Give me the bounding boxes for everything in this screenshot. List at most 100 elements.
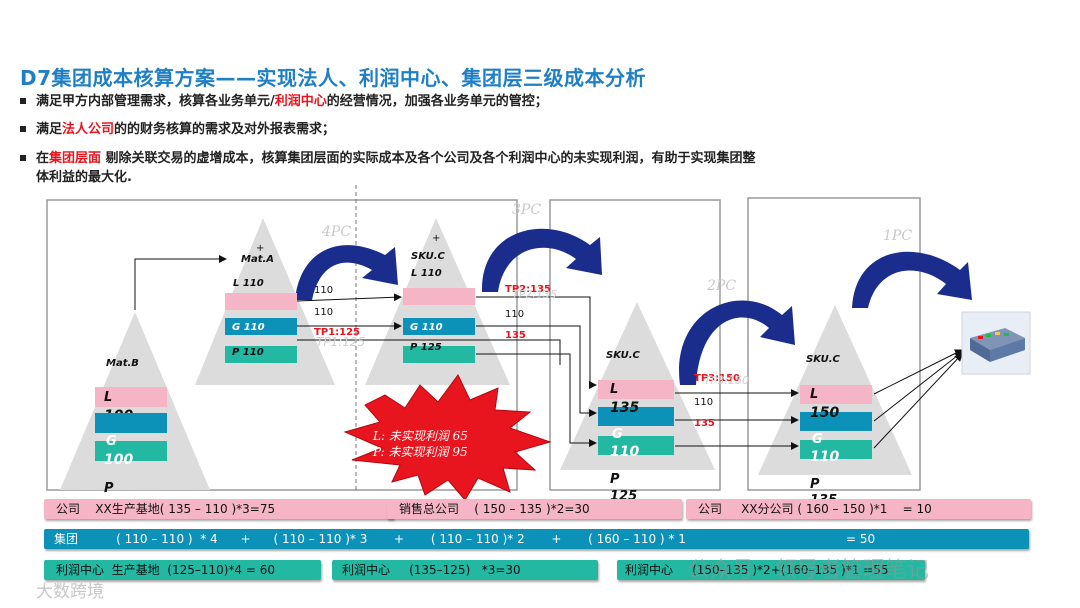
bullet-text: 体利益的最大化. [36,170,132,185]
bullet-text: 的经营情况，加强各业务单元的管控； [326,94,548,109]
curved-arrow-1 [295,245,398,300]
burst-line-1: L: 未实现利润 65 [372,429,468,443]
flow-skuc2-l: 110 [694,397,713,408]
bullet-highlight: 集团层面 [49,151,102,166]
sku-c1-g-label: G 110 [410,322,443,333]
flow-skuc1-l: 110 [505,309,524,320]
sku-c2-l-bar [598,380,674,399]
arrow-skuc1-l [476,296,597,389]
pyramid-sku-c-2 [560,302,715,470]
sku-c2-g-bar [598,407,674,426]
bullet-text: 剔除关联交易的虚增成本，核算集团层面的实际成本及各个公司及各个利润中心的未实现利… [101,151,756,166]
sku-c2-p-bar [598,436,674,455]
mat-b-l-label: L [104,390,112,405]
sku-c1-l-bar [403,288,475,305]
arrow-to-customer-3 [873,353,963,449]
bullet-2: 满足法人公司的的财务核算的需求及对外报表需求； [20,120,336,139]
arrow-to-customer-1 [873,349,963,395]
watermark-tp1: TP1:125 [316,335,365,349]
arrow-mata-p [297,339,561,365]
sku-c3-p-label: P [810,477,820,492]
arrow-skuc1-p [476,353,597,447]
bar-pc-sales: 利润中心 (135–125) *3=30 [332,560,598,580]
sku-c3-l-label: L [810,387,818,402]
mat-b-g-value: 100 [104,452,133,468]
mat-a-g-label: G 110 [232,322,265,333]
sku-c3-l-bar [800,385,872,404]
page-title: D7集团成本核算方案——实现法人、利润中心、集团层三级成本分析 [20,66,647,90]
bullet-1: 满足甲方内部管理需求，核算各业务单元/利润中心的经营情况，加强各业务单元的管控； [20,92,548,111]
bar-company-branch: 公司 XX分公司 ( 160 – 150 )*1 = 10 [686,499,1031,519]
sku-c3-l-value: 150 [810,405,839,421]
bullet-text: 满足甲方内部管理需求，核算各业务单元/ [36,94,275,109]
sku-c3-title: SKU.C [806,354,841,365]
arrow-matb-to-mata [134,255,227,310]
sku-c1-l-label: L 110 [411,268,442,279]
mat-a-l-label: L 110 [233,278,264,289]
watermark-2pc: 2PC [706,278,736,294]
sku-c3-g-bar [800,412,872,431]
pyramid-mat-a [195,218,335,385]
mat-b-g-label: G [106,434,117,449]
mat-b-p-label: P [104,481,114,496]
mat-a-title: Mat.A [241,254,274,265]
bullet-text: 在 [36,151,50,166]
pyramid-sku-c-3 [758,305,912,475]
curved-arrow-4 [852,251,972,308]
sku-c3-g-label: G [812,432,823,447]
sku-c2-l-value: 135 [610,400,639,416]
customer-equipment-icon [961,311,1031,375]
bullet-dot [20,98,26,104]
flow-skuc1-p: 135 [505,330,526,341]
watermark-tp3: TP3:150 [704,374,749,387]
group-box-production [46,199,518,491]
bullet-dot [20,155,26,161]
mat-b-p-bar [95,441,167,461]
sku-c2-title: SKU.C [606,350,641,361]
watermark-1pc: 1PC [883,228,912,244]
sku-c1-p-label: P 125 [410,342,442,353]
sku-c1-title: SKU.C [411,251,446,262]
pyramid-sku-c-1 [365,218,510,385]
sku-c1-p-bar [403,346,475,363]
mat-b-g-bar [95,413,167,433]
pyramid-mat-b [60,312,210,490]
unrealized-profit-burst [343,374,552,501]
sku-c3-p-bar [800,440,872,459]
curved-arrow-2 [481,228,602,292]
group-box-sales [549,199,721,491]
bar-company-sales: 销售总公司 ( 150 – 135 )*2=30 [387,499,682,519]
sku-c1-plus: + [432,233,440,244]
bullet-highlight: 法人公司 [62,122,115,137]
bar-pc-production: 利润中心 生产基地 (125–110)*4 = 60 [44,560,321,580]
mat-a-l-bar [225,293,297,310]
mat-b-l-value: 100 [104,408,133,424]
mat-b-l-bar [95,387,167,407]
sku-c2-l-label: L [610,382,618,397]
bullet-dot [20,126,26,132]
flow-tp2: TP2:135 [505,284,551,295]
bullet-text: 满足 [36,122,63,137]
flow-mata-g: 110 [314,307,333,318]
sku-c2-g-value: 110 [610,444,639,460]
flow-mata-l: 110 [314,285,333,296]
flow-skuc2-p: 135 [694,418,715,429]
mat-a-g-bar [225,318,297,335]
arrow-skuc1-g [476,325,597,417]
footer-watermark-right: 公众号 · 领导者管理笔记 [688,558,929,583]
mat-a-p-bar [225,346,297,363]
bar-pc-branch: 利润中心 (150–135 )*2+(160–135 )*1 =55 [617,560,925,580]
flow-tp1: TP1:125 [314,327,360,338]
burst-line-2: P: 未实现利润 95 [372,445,468,459]
mat-a-p-label: P 110 [232,347,264,358]
watermark-3pc: 3PC [512,202,541,218]
sku-c2-p-label: P [610,472,620,487]
bullet-text: 的的财务核算的需求及对外报表需求； [114,122,336,137]
footer-watermark-left: 大数跨境 [36,582,104,602]
bullet-highlight: 利润中心 [274,94,327,109]
group-box-branch [747,197,921,491]
flow-tp3: TP3:150 [694,373,740,384]
bullet-3: 在集团层面 剔除关联交易的虚增成本，核算集团层面的实际成本及各个公司及各个利润中… [20,149,936,187]
watermark-tp2: TP2:135 [512,288,557,301]
sku-c3-g-value: 110 [810,449,839,465]
